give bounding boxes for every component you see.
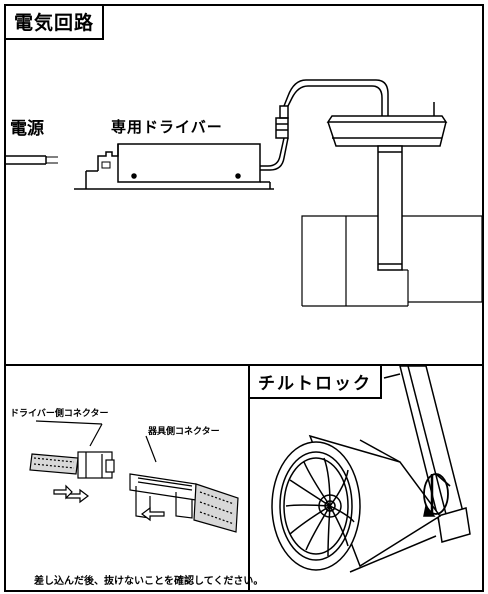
- power-cable: [6, 155, 58, 165]
- push-arrow: [141, 506, 165, 522]
- page-frame: 電気回路 電源 専用ドライバー: [4, 4, 484, 592]
- driver-connector-label: ドライバー側コネクター: [10, 409, 109, 419]
- rotation-arrow-icon: [423, 473, 451, 517]
- ceiling-box: [301, 215, 483, 307]
- connector-drawing: [29, 420, 239, 533]
- tilt-arm: [383, 366, 471, 543]
- circuit-title: 電気回路: [6, 6, 105, 40]
- tilt-drawing: [271, 366, 471, 573]
- tilt-title: チルトロック: [250, 366, 382, 399]
- connector-panel: ドライバー側コネクター 器具側コネクター: [6, 366, 263, 592]
- circuit-panel: 電気回路 電源 専用ドライバー: [6, 6, 483, 366]
- driver-box: [74, 143, 274, 190]
- fixture-connector-label: 器具側コネクター: [148, 427, 220, 437]
- driver-connector: [29, 451, 115, 479]
- driver-label: 専用ドライバー: [111, 118, 223, 136]
- connector-note: 差し込んだ後、抜けないことを確認してください。: [34, 576, 264, 587]
- fixture-cylinder: [271, 434, 442, 573]
- tilt-panel: チルトロック: [250, 366, 482, 592]
- fixture-connector: [129, 473, 239, 533]
- output-cable: [260, 79, 389, 171]
- circuit-drawing: [6, 79, 483, 307]
- fixture-body: [326, 102, 448, 271]
- power-label: 電源: [10, 119, 44, 139]
- pull-arrow: [53, 484, 89, 504]
